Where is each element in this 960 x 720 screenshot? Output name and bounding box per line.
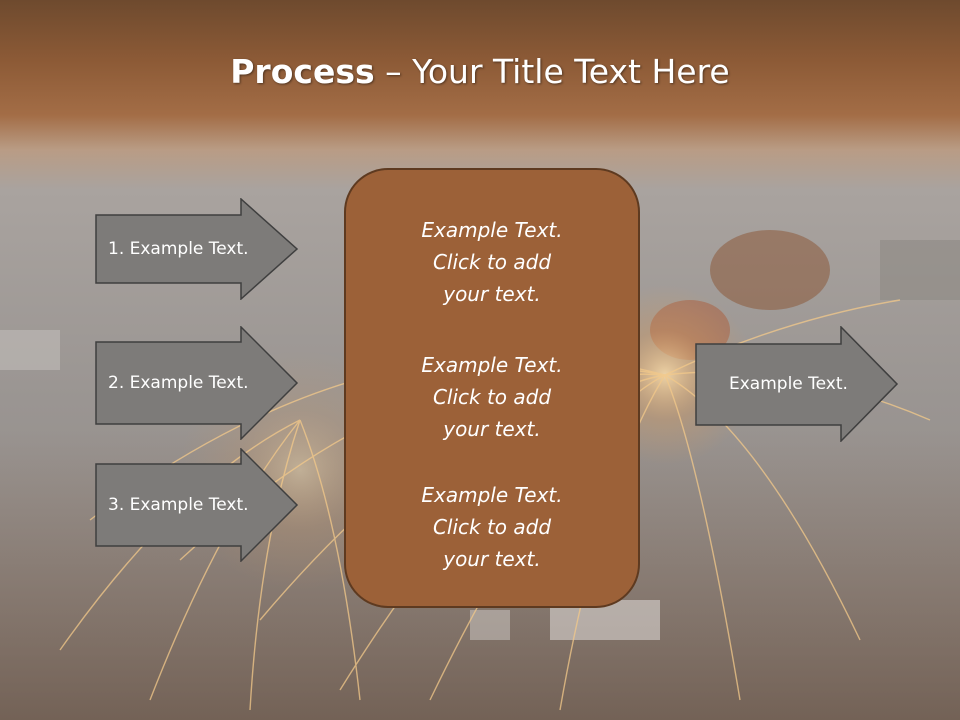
arrow-right-shape — [95, 198, 299, 300]
arrow-right-shape — [695, 326, 899, 442]
title-bold: Process — [230, 52, 375, 91]
title-rest: – Your Title Text Here — [374, 52, 730, 91]
left-arrow-3[interactable]: 3. Example Text. — [95, 448, 299, 562]
center-paragraph-2: Example Text. Click to add your text. — [421, 353, 563, 441]
left-arrow-label: 2. Example Text. — [108, 373, 249, 393]
left-arrow-label: 3. Example Text. — [108, 495, 249, 515]
slide-title[interactable]: Process – Your Title Text Here — [0, 52, 960, 91]
left-arrow-2[interactable]: 2. Example Text. — [95, 326, 299, 440]
left-arrow-1[interactable]: 1. Example Text. — [95, 198, 299, 300]
center-text-box[interactable]: Example Text. Click to add your text. Ex… — [344, 168, 640, 608]
right-arrow[interactable]: Example Text. — [695, 326, 899, 442]
right-arrow-label: Example Text. — [729, 374, 848, 394]
center-paragraph-1: Example Text. Click to add your text. — [421, 218, 563, 306]
center-paragraph-3: Example Text. Click to add your text. — [421, 483, 563, 571]
arrow-right-shape — [95, 326, 299, 440]
arrow-right-shape — [95, 448, 299, 562]
left-arrow-label: 1. Example Text. — [108, 239, 249, 259]
